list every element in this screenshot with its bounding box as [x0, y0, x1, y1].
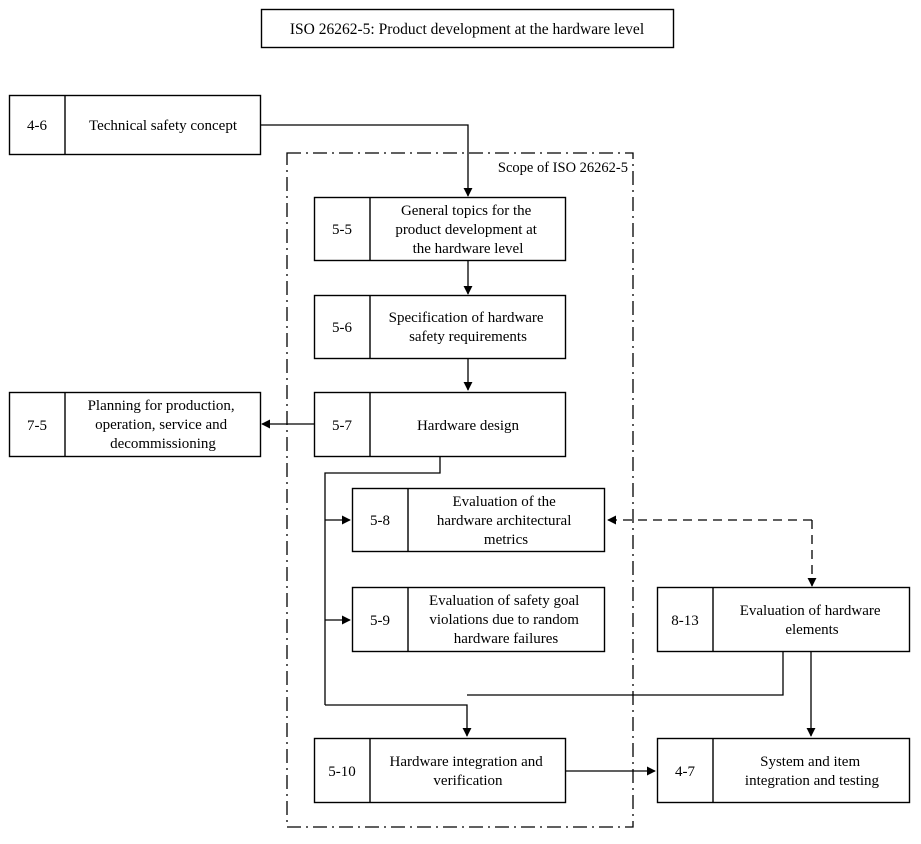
title-text: ISO 26262-5: Product development at the …	[290, 21, 644, 38]
scope-boundary: Scope of ISO 26262-5	[286, 152, 634, 828]
box-4-7[interactable]: 4-7 System and item integration and test…	[656, 737, 911, 804]
connector-layer	[260, 124, 817, 776]
box-5-7-clause: 5-7	[332, 418, 352, 434]
box-8-13-label: Evaluation of hardware elements	[740, 603, 885, 638]
box-5-7[interactable]: 5-7 Hardware design	[313, 391, 567, 458]
connector-5-7-spine	[324, 457, 441, 705]
box-5-10-clause: 5-10	[328, 764, 356, 780]
box-4-7-label: System and item integration and testing	[745, 754, 880, 789]
box-8-13[interactable]: 8-13 Evaluation of hardware elements	[656, 586, 911, 653]
box-5-6-clause: 5-6	[332, 320, 352, 336]
box-8-13-clause: 8-13	[671, 613, 699, 629]
connector-8-13-to-5-10	[467, 652, 784, 696]
box-4-7-clause: 4-7	[675, 764, 695, 780]
box-7-5-label: Planning for production, operation, serv…	[88, 398, 239, 452]
title-box: ISO 26262-5: Product development at the …	[260, 8, 675, 49]
box-7-5[interactable]: 7-5 Planning for production, operation, …	[8, 391, 262, 458]
box-5-9-label: Evaluation of safety goal violations due…	[429, 593, 583, 647]
box-5-6-label: Specification of hardware safety require…	[389, 310, 548, 345]
box-5-9-clause: 5-9	[370, 613, 390, 629]
scope-label: Scope of ISO 26262-5	[498, 160, 628, 176]
connector-spine-to-5-10	[325, 704, 472, 737]
box-7-5-clause: 7-5	[27, 418, 47, 434]
box-5-8-label: Evaluation of the hardware architectural…	[437, 494, 575, 548]
box-5-9[interactable]: 5-9 Evaluation of safety goal violations…	[351, 586, 606, 653]
connector-4-6-to-5-5	[260, 124, 473, 197]
box-5-10-label: Hardware integration and verification	[389, 754, 546, 789]
box-5-10[interactable]: 5-10 Hardware integration and verificati…	[313, 737, 567, 804]
box-5-8-clause: 5-8	[370, 513, 390, 529]
box-4-6-label: Technical safety concept	[89, 118, 238, 134]
box-5-5-label: General topics for the product developme…	[395, 203, 540, 257]
box-4-6-clause: 4-6	[27, 118, 47, 134]
box-5-5[interactable]: 5-5 General topics for the product devel…	[313, 196, 567, 262]
box-5-7-label: Hardware design	[417, 418, 520, 434]
box-4-6[interactable]: 4-6 Technical safety concept	[8, 94, 262, 156]
box-5-5-clause: 5-5	[332, 222, 352, 238]
box-5-6[interactable]: 5-6 Specification of hardware safety req…	[313, 294, 567, 360]
box-5-8[interactable]: 5-8 Evaluation of the hardware architect…	[351, 487, 606, 553]
